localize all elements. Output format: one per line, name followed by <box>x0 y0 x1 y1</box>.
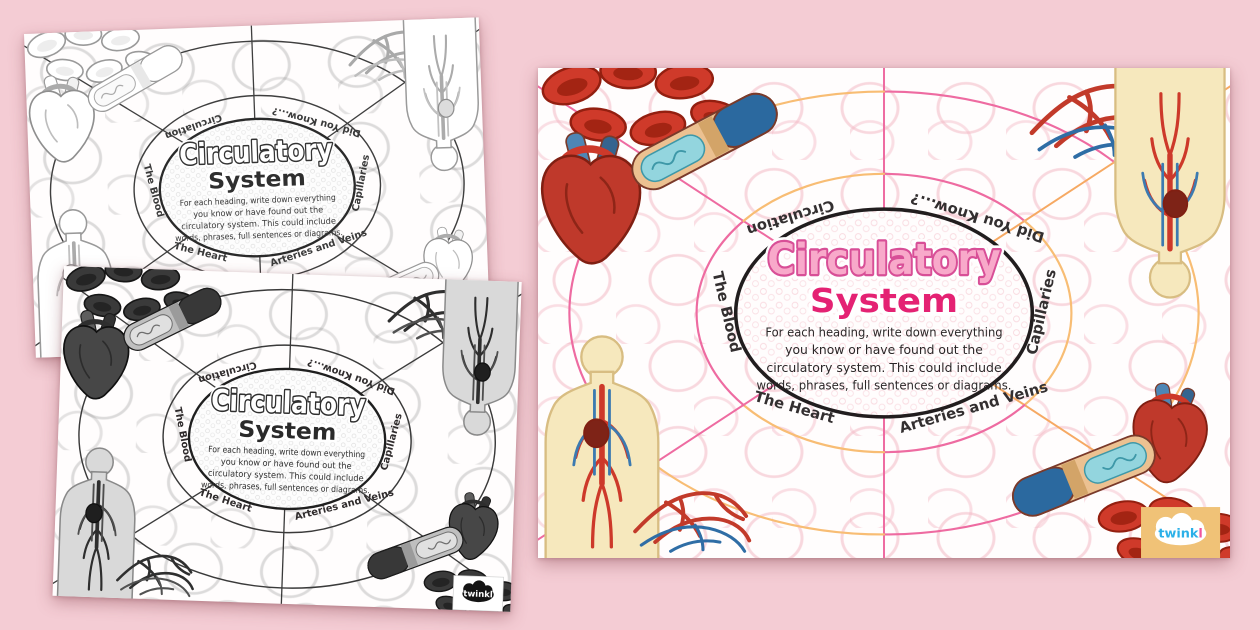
worksheet-subtitle: System <box>238 416 337 446</box>
center-ellipse <box>735 209 1033 417</box>
twinkl-cloud-icon <box>1154 512 1207 546</box>
worksheet-subtitle: System <box>810 281 958 320</box>
center-ellipse <box>159 118 355 257</box>
worksheet-subtitle: System <box>208 166 306 195</box>
worksheet-page-grayscale: Circulation Did You Know...? Capillaries… <box>52 266 522 612</box>
twinkl-cloud-icon <box>462 580 494 603</box>
svg-text:you know or have found out the: you know or have found out the <box>193 204 323 219</box>
mindmap-grayscale: Circulation Did You Know...? Capillaries… <box>52 266 522 612</box>
svg-text:words, phrases, full sentences: words, phrases, full sentences or diagra… <box>756 378 1011 393</box>
twinkl-logo: twinkl <box>452 575 504 612</box>
body-figure-illustration <box>440 271 519 437</box>
heart-illustration <box>62 308 130 400</box>
svg-text:you know or have found out the: you know or have found out the <box>221 457 352 472</box>
svg-text:circulatory system. This could: circulatory system. This could include <box>766 361 1001 376</box>
svg-text:For each heading, write down e: For each heading, write down everything <box>765 326 1002 341</box>
worksheet-title: Circulatory <box>179 132 334 172</box>
worksheet-instructions: For each heading, write down everything … <box>756 326 1011 394</box>
center-ellipse <box>188 368 386 509</box>
heart-illustration <box>542 131 641 264</box>
worksheet-title: Circulatory <box>767 235 1000 285</box>
heart-illustration <box>28 73 96 163</box>
mindmap-color: Circulation Did You Know...? Capillaries… <box>538 68 1230 558</box>
svg-text:twinkl: twinkl <box>463 589 493 600</box>
worksheet-title: Circulatory <box>211 383 367 423</box>
label-ring <box>162 344 412 534</box>
body-figure-illustration <box>403 17 481 172</box>
body-figure-illustration <box>1115 68 1225 298</box>
worksheet-page-color: Circulation Did You Know...? Capillaries… <box>538 68 1230 558</box>
svg-text:twinkl: twinkl <box>1158 526 1202 541</box>
svg-text:System: System <box>810 281 958 320</box>
svg-text:Circulatory: Circulatory <box>179 132 334 172</box>
twinkl-logo: twinkl <box>1141 507 1221 558</box>
label-ring <box>695 172 1073 454</box>
mindmap-outline: Circulation Did You Know...? Capillaries… <box>24 17 491 358</box>
svg-text:Circulatory: Circulatory <box>767 235 1000 285</box>
svg-text:you know or have found out the: you know or have found out the <box>785 343 983 358</box>
worksheet-page-outline: Circulation Did You Know...? Capillaries… <box>24 17 491 358</box>
svg-text:System: System <box>238 416 337 446</box>
